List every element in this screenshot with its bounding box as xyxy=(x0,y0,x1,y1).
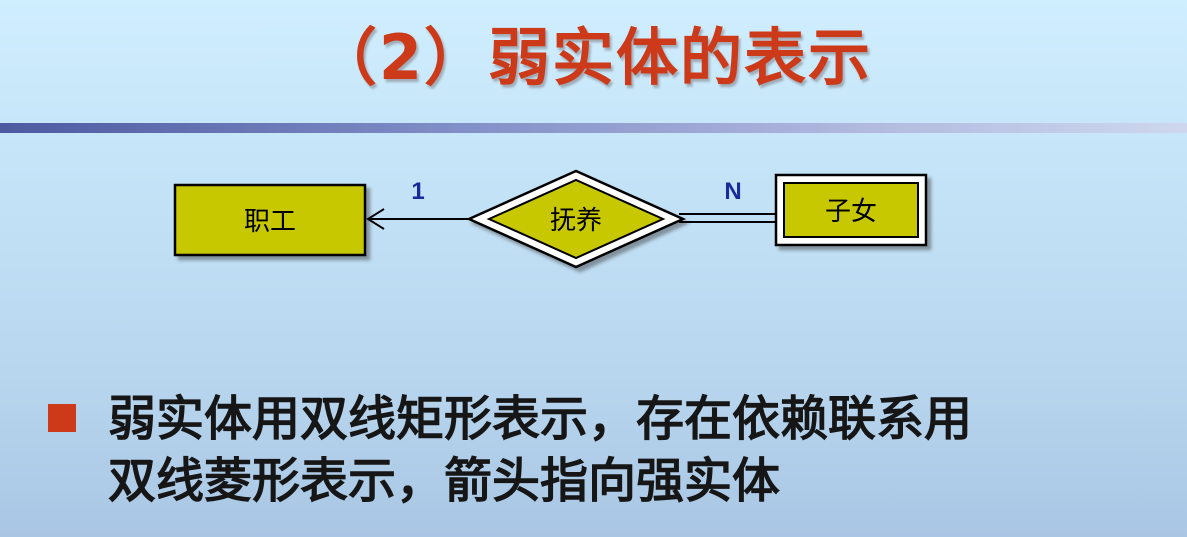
cardinality-one-label: 1 xyxy=(411,178,424,205)
cardinality-n-label: N xyxy=(724,178,741,205)
identifying-relationship-diamond: 抚养 xyxy=(465,169,687,269)
arrow-to-strong-entity xyxy=(366,208,469,230)
bullet-square-icon xyxy=(48,404,76,432)
slide-title: （2）弱实体的表示 xyxy=(314,21,873,94)
weak-entity-box: 子女 xyxy=(774,173,928,247)
title-underline-rule xyxy=(0,123,1187,133)
bullet-text: 弱实体用双线矩形表示，存在依赖联系用 双线菱形表示，箭头指向强实体 xyxy=(108,388,1168,512)
bullet-text-line-1: 弱实体用双线矩形表示，存在依赖联系用 xyxy=(108,391,973,447)
strong-entity-label: 职工 xyxy=(244,207,296,237)
bullet-text-line-2: 双线菱形表示，箭头指向强实体 xyxy=(108,453,781,509)
relationship-label: 抚养 xyxy=(550,206,602,236)
weak-entity-label: 子女 xyxy=(825,197,877,227)
double-line-to-weak-entity xyxy=(679,213,776,223)
strong-entity-box: 职工 xyxy=(173,183,367,257)
